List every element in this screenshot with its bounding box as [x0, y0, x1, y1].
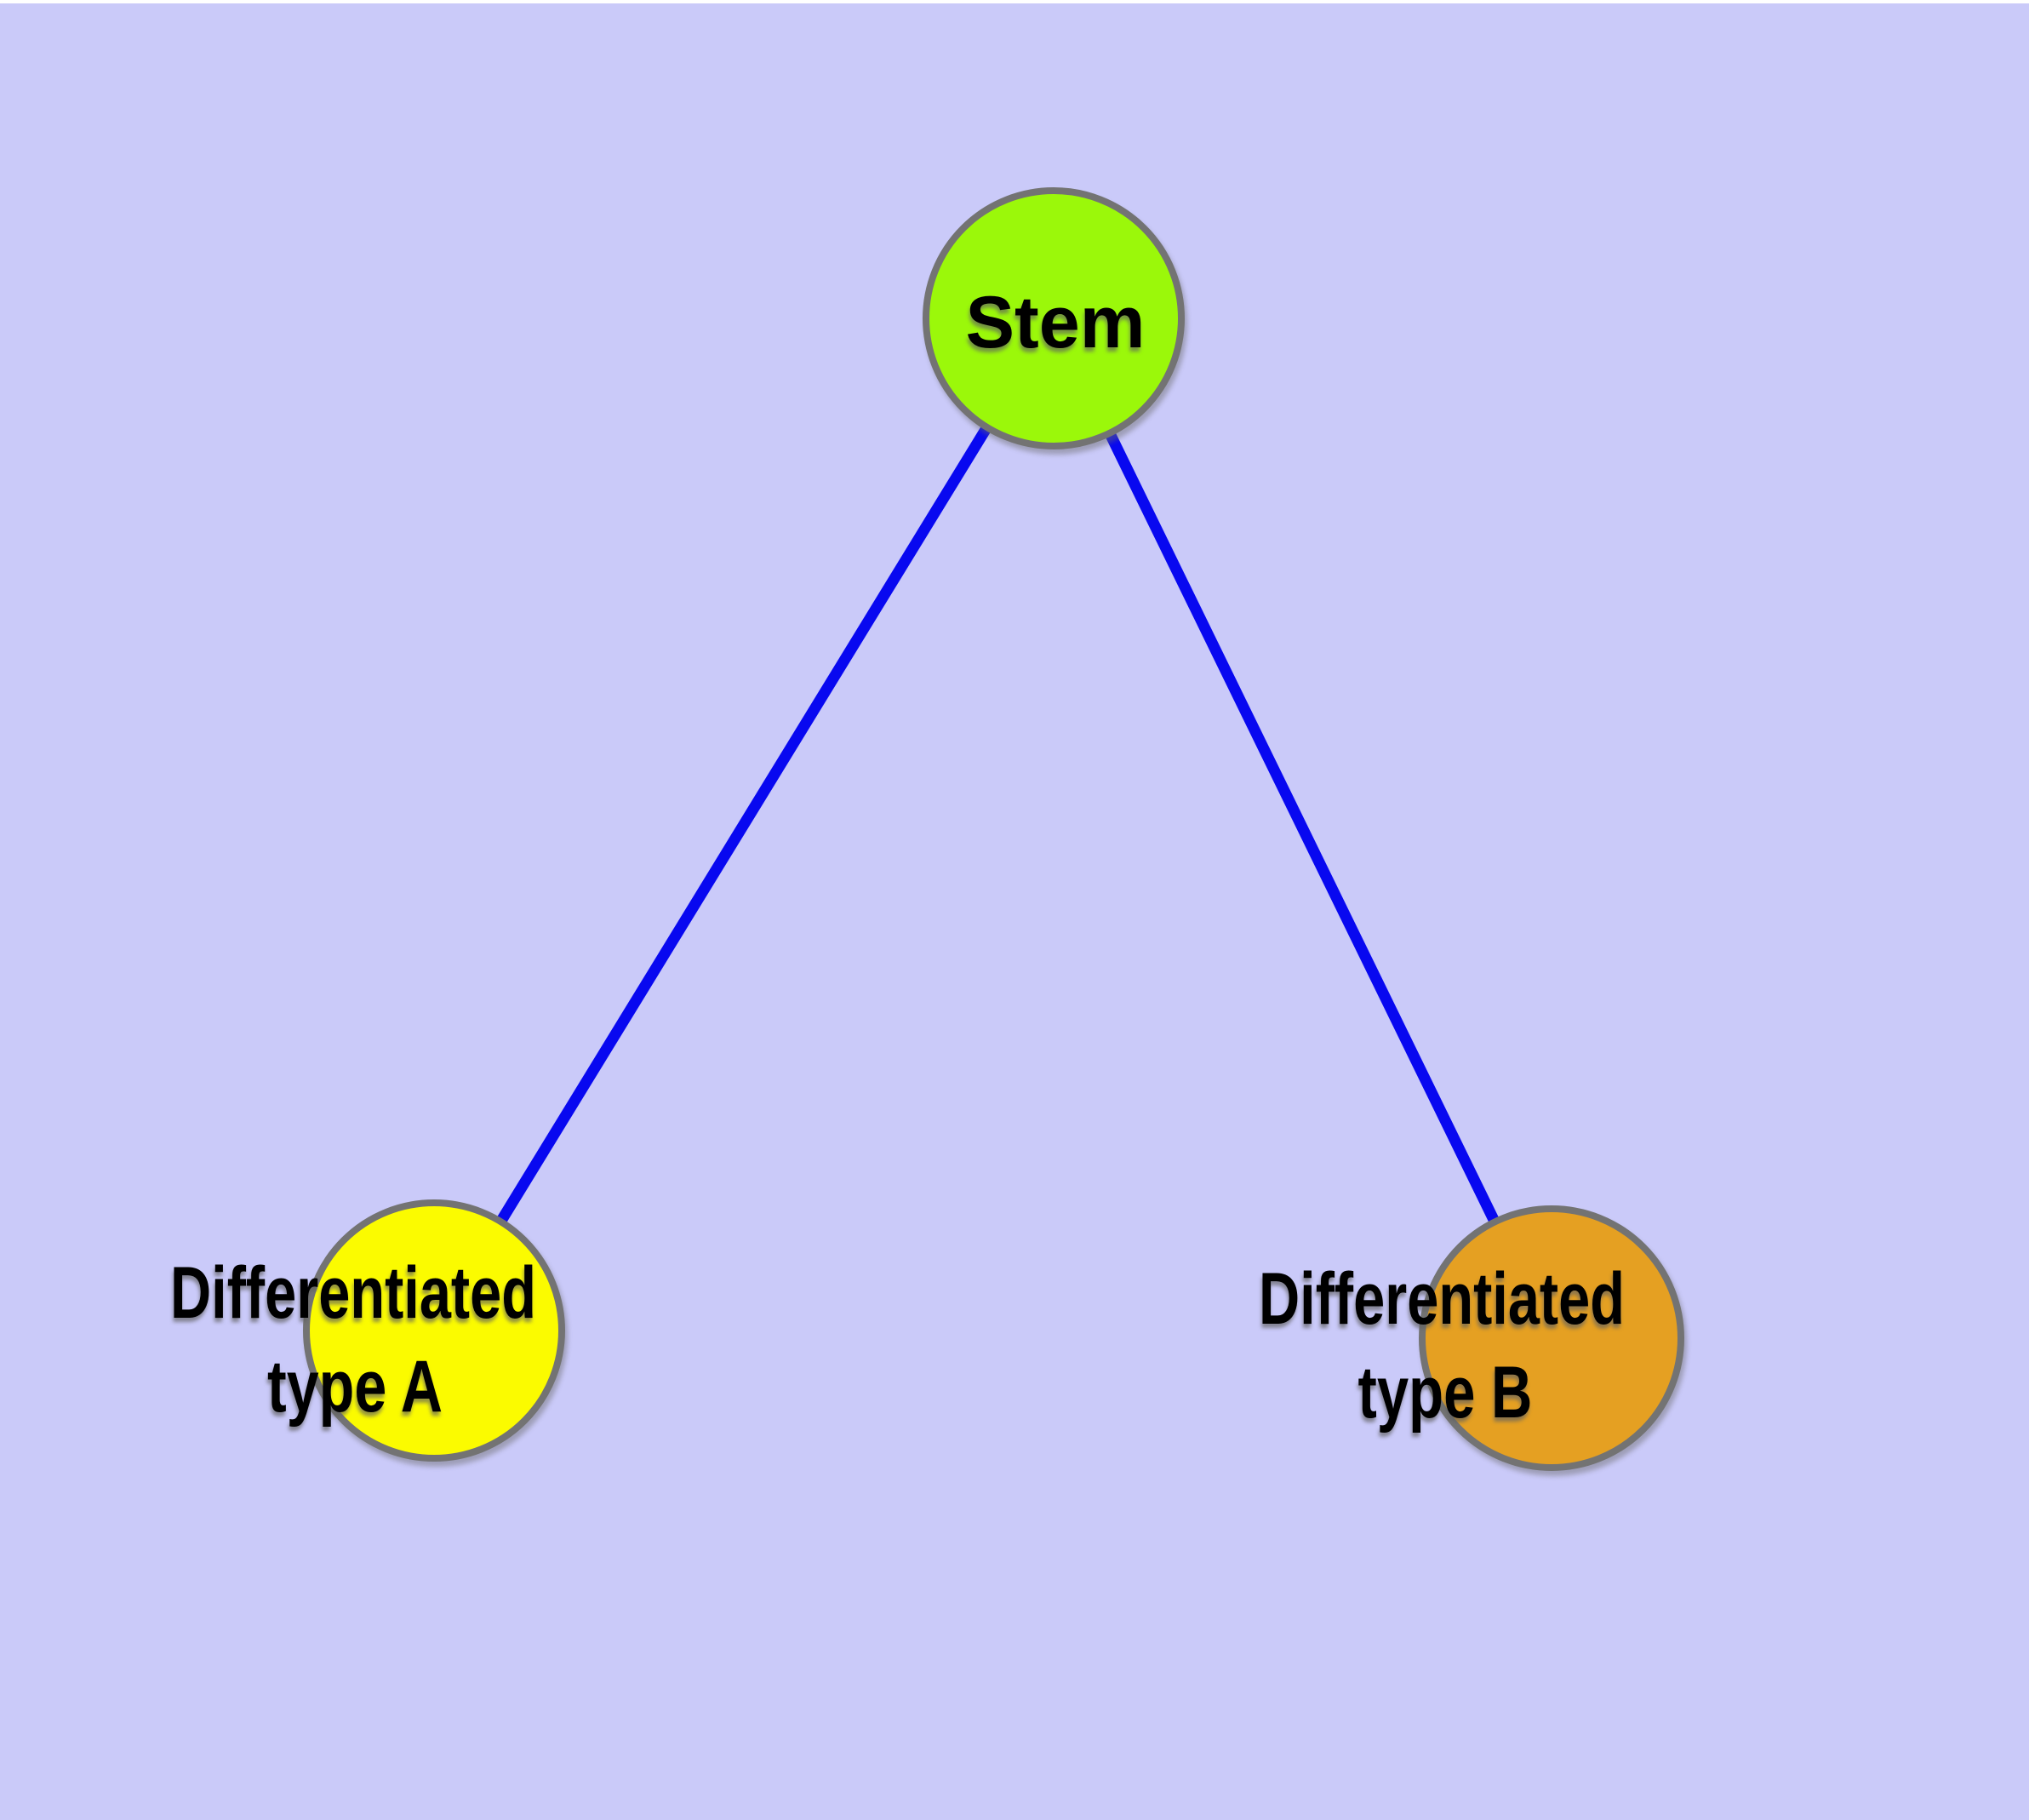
differentiated-type-b-label-line2: type B	[1358, 1352, 1533, 1434]
edge-stem-to-type-b	[1049, 316, 1557, 1341]
differentiated-type-a-label-line1: Differentiated	[170, 1252, 536, 1334]
differentiated-type-a-label-line2: type A	[267, 1346, 443, 1428]
stem-node-label: Stem	[966, 282, 1146, 363]
differentiated-type-a-node-circle	[303, 1199, 565, 1462]
top-strip	[0, 0, 2029, 3]
edge-stem-to-type-a	[429, 315, 1059, 1334]
differentiated-type-b-node-circle	[1419, 1205, 1684, 1471]
differentiated-type-b-label-line1: Differentiated	[1259, 1258, 1625, 1340]
stem-node-circle	[923, 187, 1185, 449]
